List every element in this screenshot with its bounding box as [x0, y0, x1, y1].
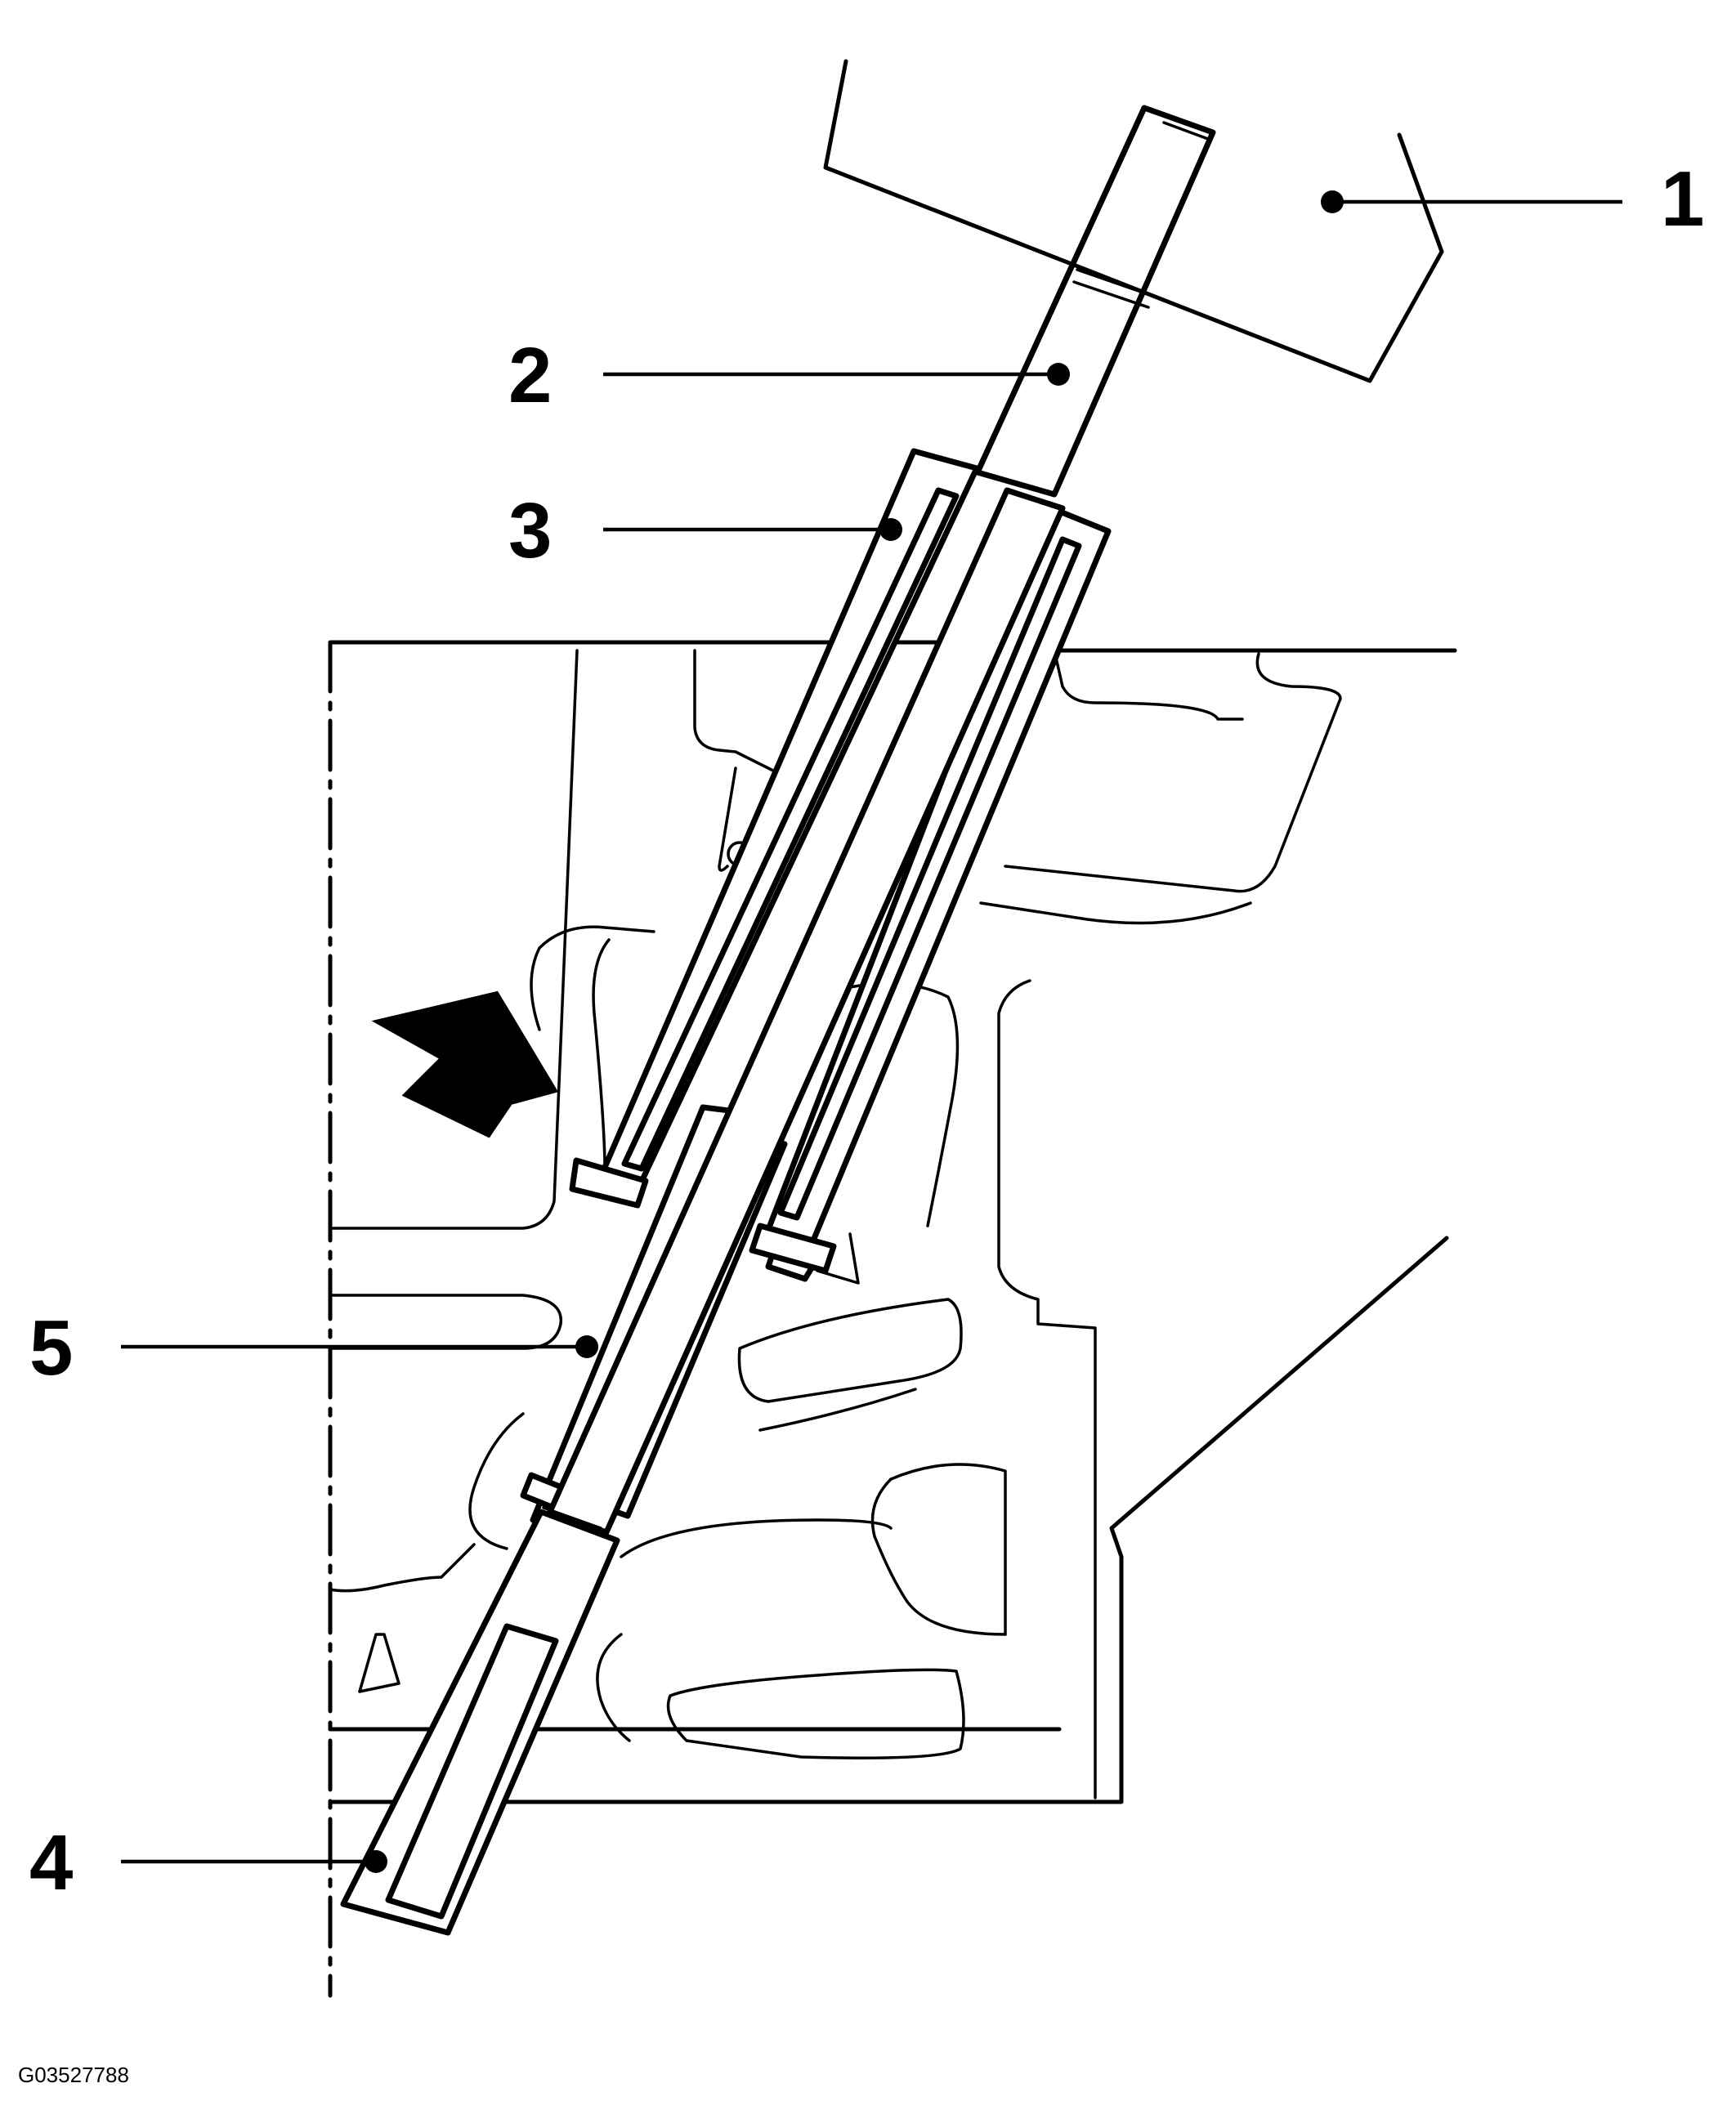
callout-5: 5 [29, 1304, 73, 1392]
callout-leaders [121, 190, 1622, 1873]
drift-tool [340, 105, 1216, 1936]
up-right-arrow-icon [371, 990, 559, 1138]
callout-labels: 1 2 3 5 4 [29, 155, 1704, 1907]
callout-4: 4 [29, 1819, 73, 1907]
press-bridge [823, 59, 1444, 383]
sleeve-tool [569, 448, 1112, 1274]
callout-2: 2 [508, 332, 552, 419]
callout-1: 1 [1661, 155, 1704, 243]
casting-passages [329, 649, 1342, 1799]
callout-3: 3 [508, 487, 552, 574]
figure-id: G03527788 [18, 2063, 129, 2087]
